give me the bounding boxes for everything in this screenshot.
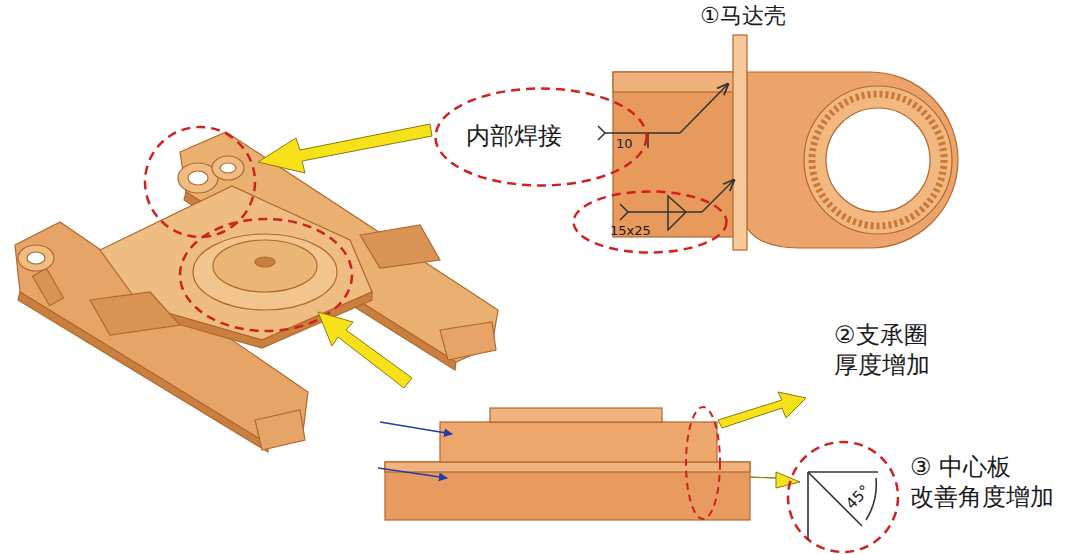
dashed-ellipse bbox=[686, 407, 720, 519]
angle-detail bbox=[808, 472, 878, 540]
motor-housing bbox=[613, 35, 958, 250]
dashed-callout: 内部焊接 bbox=[434, 87, 648, 187]
track-frame bbox=[15, 132, 498, 452]
angle-value: 45° bbox=[842, 481, 874, 513]
callout-note: ③ 中心板 改善角度增加 bbox=[910, 452, 1076, 512]
dashed-ellipse bbox=[574, 192, 727, 253]
weld-symbol bbox=[620, 180, 734, 230]
dashed-circle bbox=[145, 127, 255, 237]
dashed-callout: 15x25 bbox=[572, 190, 728, 254]
callout-note: ②支承圈 厚度增加 bbox=[834, 320, 974, 380]
callout-text: 内部焊接 bbox=[466, 123, 562, 151]
weld-size: 10 bbox=[616, 136, 633, 152]
callout-text: 15x25 bbox=[610, 224, 651, 239]
dashed-outline bbox=[572, 190, 728, 254]
yellow-arrow bbox=[258, 124, 806, 488]
part-name: ①马达壳 bbox=[700, 2, 786, 30]
dashed-circle bbox=[788, 442, 898, 552]
support-ring bbox=[385, 408, 750, 520]
dashed-ellipse bbox=[436, 89, 647, 186]
